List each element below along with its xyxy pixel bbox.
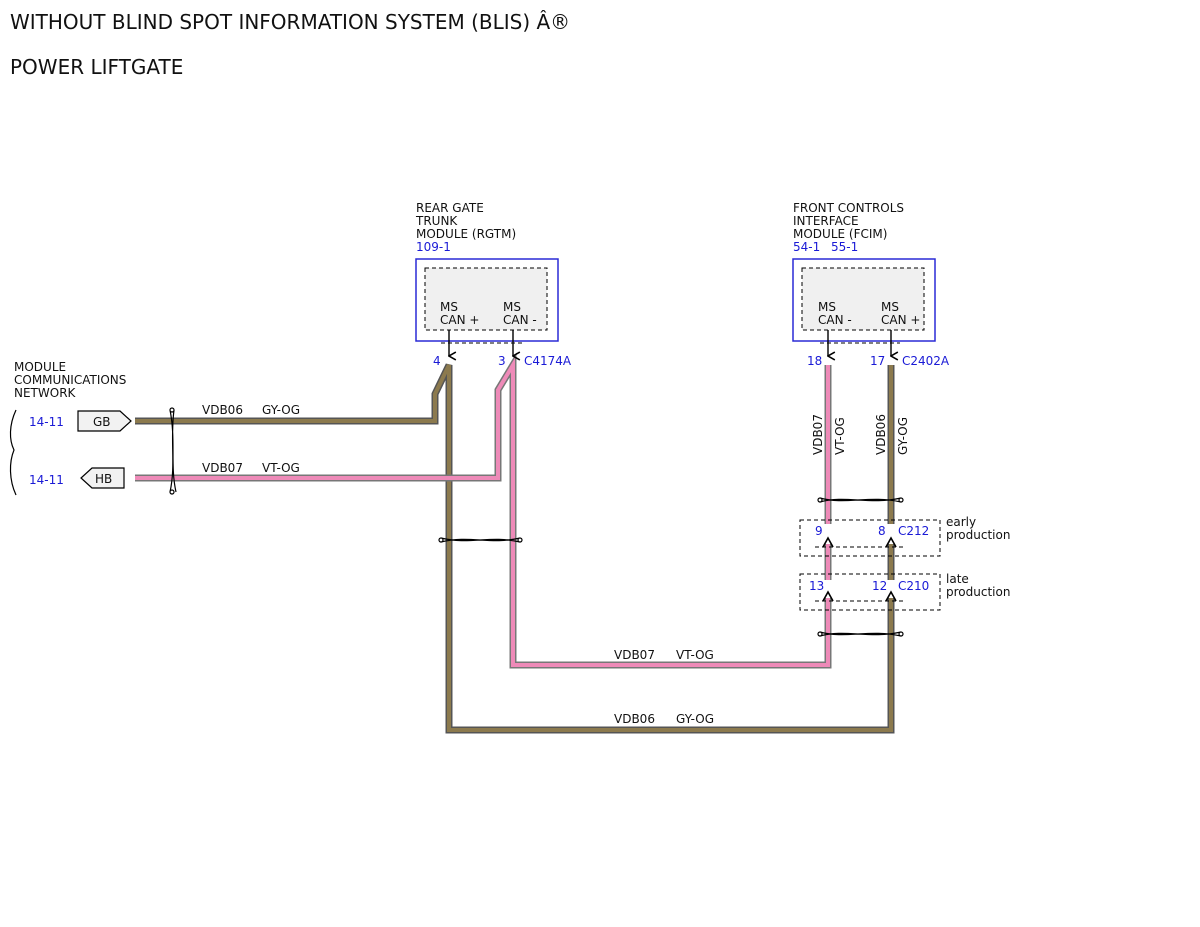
fcim-pin-b-line2: CAN + xyxy=(881,313,920,327)
connector-hb-label: HB xyxy=(95,472,112,486)
vert-left-color: VT-OG xyxy=(833,417,847,455)
fcim-ref-a[interactable]: 54-1 xyxy=(793,240,820,254)
c210-note-line1: late xyxy=(946,572,969,586)
wire-label-bottom-circuit: VDB07 xyxy=(202,461,243,475)
bus-upper-color: VT-OG xyxy=(676,648,714,662)
rgtm-connector-id[interactable]: C4174A xyxy=(524,354,572,368)
wire-label-top-circuit: VDB06 xyxy=(202,403,243,417)
connector-gb-label: GB xyxy=(93,415,111,429)
network-ref-top[interactable]: 14-11 xyxy=(29,415,64,429)
c210-name: C210 xyxy=(898,579,929,593)
wire-vdb07-vt-og xyxy=(135,352,832,669)
fcim-name-line3: MODULE (FCIM) xyxy=(793,227,887,241)
rgtm-name-line3: MODULE (RGTM) xyxy=(416,227,516,241)
bus-lower-color: GY-OG xyxy=(676,712,714,726)
network-ref-bottom[interactable]: 14-11 xyxy=(29,473,64,487)
rgtm-ref[interactable]: 109-1 xyxy=(416,240,451,254)
wire-label-top-color: GY-OG xyxy=(262,403,300,417)
network-label-line1: MODULE xyxy=(14,360,66,374)
bus-lower-circuit: VDB06 xyxy=(614,712,655,726)
rgtm-pin-a-number: 4 xyxy=(433,354,441,368)
fcim-pin-a-number: 18 xyxy=(807,354,822,368)
fcim-ref-b[interactable]: 55-1 xyxy=(831,240,858,254)
fcim-pin-a-line1: MS xyxy=(818,300,836,314)
c210-pin-right-arrow-icon xyxy=(885,590,897,602)
fcim-pin-a-line2: CAN - xyxy=(818,313,852,327)
bus-upper-circuit: VDB07 xyxy=(614,648,655,662)
c212-name: C212 xyxy=(898,524,929,538)
twist-marker-fcim-lower xyxy=(817,631,904,637)
c210-pin-right: 12 xyxy=(872,579,887,593)
c210-pin-left: 13 xyxy=(809,579,824,593)
c212-pin-right-arrow-icon xyxy=(885,536,897,548)
twist-marker-network xyxy=(169,407,177,495)
connector-hb[interactable]: HB xyxy=(80,467,125,489)
fcim-name-line1: FRONT CONTROLS xyxy=(793,201,904,215)
inline-connector-c210[interactable]: 13 12 C210 xyxy=(799,573,941,611)
wire-vdb06-gy-og xyxy=(135,363,895,734)
rgtm-pin-b-line2: CAN - xyxy=(503,313,537,327)
inline-connector-c212[interactable]: 9 8 C212 xyxy=(799,519,941,557)
wire-label-bottom-color: VT-OG xyxy=(262,461,300,475)
network-label-line3: NETWORK xyxy=(14,386,77,400)
network-label-line2: COMMUNICATIONS xyxy=(14,373,126,387)
rgtm-pin-b-number: 3 xyxy=(498,354,506,368)
rgtm-module[interactable]: REAR GATE TRUNK MODULE (RGTM) 109-1 MS C… xyxy=(415,201,559,356)
vert-right-color: GY-OG xyxy=(896,417,910,455)
c210-note-line2: production xyxy=(946,585,1010,599)
fcim-name-line2: INTERFACE xyxy=(793,214,859,228)
c212-pin-left: 9 xyxy=(815,524,823,538)
rgtm-pin-a-line1: MS xyxy=(440,300,458,314)
vert-right-circuit: VDB06 xyxy=(874,414,888,455)
c212-note-line1: early xyxy=(946,515,976,529)
fcim-connector-id[interactable]: C2402A xyxy=(902,354,950,368)
diagram-title: WITHOUT BLIND SPOT INFORMATION SYSTEM (B… xyxy=(10,10,571,34)
fcim-pin-b-number: 17 xyxy=(870,354,885,368)
connector-gb[interactable]: GB xyxy=(77,410,132,432)
network-brace xyxy=(9,409,17,496)
rgtm-pin-a-line2: CAN + xyxy=(440,313,479,327)
c212-pin-left-arrow-icon xyxy=(822,536,834,548)
fcim-module[interactable]: FRONT CONTROLS INTERFACE MODULE (FCIM) 5… xyxy=(792,201,936,356)
c210-pin-left-arrow-icon xyxy=(822,590,834,602)
fcim-pin-b-line1: MS xyxy=(881,300,899,314)
twist-marker-fcim-upper xyxy=(817,497,904,503)
diagram-subtitle: POWER LIFTGATE xyxy=(10,55,184,79)
c212-note-line2: production xyxy=(946,528,1010,542)
rgtm-name-line2: TRUNK xyxy=(415,214,458,228)
vert-left-circuit: VDB07 xyxy=(811,414,825,455)
rgtm-pin-b-line1: MS xyxy=(503,300,521,314)
rgtm-name-line1: REAR GATE xyxy=(416,201,484,215)
twist-marker-rgtm xyxy=(438,537,523,543)
c212-pin-right: 8 xyxy=(878,524,886,538)
